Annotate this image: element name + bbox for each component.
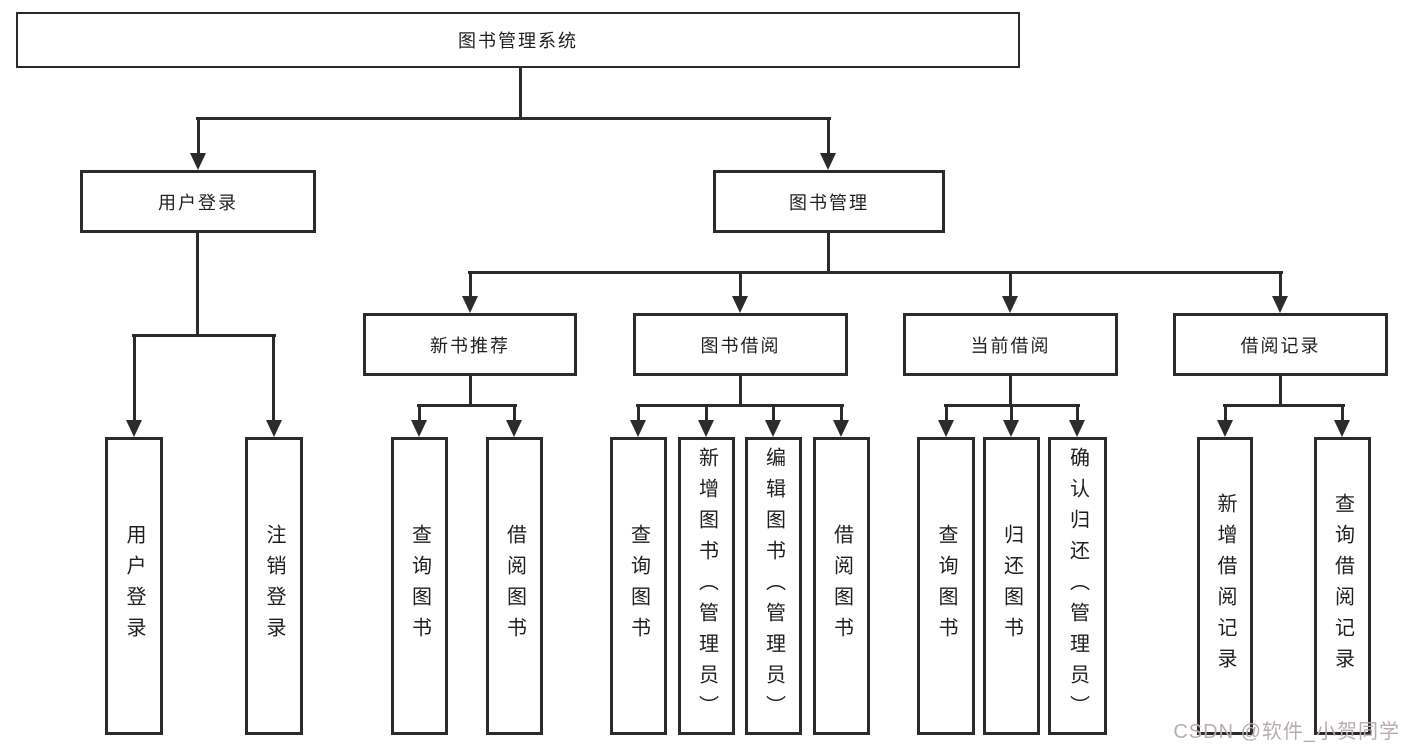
connector-line xyxy=(133,334,136,424)
leaf-label: 归还图书 xyxy=(1000,524,1023,648)
arrow-down-icon xyxy=(411,420,427,437)
arrow-down-icon xyxy=(820,153,836,170)
connector-line xyxy=(739,271,742,299)
connector-line xyxy=(945,404,948,424)
connector-line xyxy=(1010,404,1013,424)
leaf-borrow-book: 借阅图书 xyxy=(813,437,870,735)
connector-line xyxy=(1279,271,1282,299)
leaf-add-book-admin: 新增图书（管理员） xyxy=(678,437,735,735)
arrow-down-icon xyxy=(1069,420,1085,437)
node-book-management: 图书管理 xyxy=(713,170,945,233)
connector-line xyxy=(1341,404,1344,424)
node-borrow-records: 借阅记录 xyxy=(1173,313,1388,376)
connector-line xyxy=(513,404,516,424)
connector-line xyxy=(197,117,200,157)
leaf-query-borrow-record: 查询借阅记录 xyxy=(1314,437,1371,735)
leaf-query-book: 查询图书 xyxy=(610,437,667,735)
arrow-down-icon xyxy=(833,420,849,437)
arrow-down-icon xyxy=(266,420,282,437)
node-user-login: 用户登录 xyxy=(80,170,316,233)
arrow-down-icon xyxy=(462,296,478,313)
arrow-down-icon xyxy=(1002,296,1018,313)
node-label: 图书管理 xyxy=(789,192,869,213)
leaf-add-borrow-record: 新增借阅记录 xyxy=(1197,437,1253,735)
leaf-logout: 注销登录 xyxy=(245,437,303,735)
arrow-down-icon xyxy=(698,420,714,437)
arrow-down-icon xyxy=(630,420,646,437)
connector-line xyxy=(417,404,517,407)
leaf-user-login: 用户登录 xyxy=(105,437,163,735)
connector-line xyxy=(827,117,830,157)
node-current-borrow: 当前借阅 xyxy=(903,313,1118,376)
leaf-label: 查询图书 xyxy=(408,524,431,648)
leaf-label: 查询图书 xyxy=(627,524,650,648)
arrow-down-icon xyxy=(1003,420,1019,437)
leaf-label: 注销登录 xyxy=(263,524,285,648)
connector-line xyxy=(705,404,708,424)
connector-line xyxy=(1224,404,1227,424)
arrow-down-icon xyxy=(1217,420,1233,437)
connector-line xyxy=(1009,271,1012,299)
node-root: 图书管理系统 xyxy=(16,12,1020,68)
node-label: 新书推荐 xyxy=(430,335,510,356)
connector-line xyxy=(196,233,199,337)
leaf-label: 编辑图书（管理员） xyxy=(762,446,785,726)
connector-line xyxy=(469,271,472,299)
node-label: 借阅记录 xyxy=(1240,335,1321,356)
connector-line xyxy=(1279,376,1282,407)
leaf-query-book: 查询图书 xyxy=(391,437,448,735)
leaf-label: 用户登录 xyxy=(123,524,145,648)
connector-line xyxy=(132,334,276,337)
connector-line xyxy=(636,404,844,407)
arrow-down-icon xyxy=(506,420,522,437)
arrow-down-icon xyxy=(938,420,954,437)
connector-line xyxy=(1076,404,1079,424)
node-label: 当前借阅 xyxy=(970,335,1051,356)
connector-line xyxy=(840,404,843,424)
connector-line xyxy=(637,404,640,424)
connector-line xyxy=(827,233,830,274)
connector-line xyxy=(418,404,421,424)
leaf-label: 借阅图书 xyxy=(503,524,526,648)
connector-line xyxy=(468,271,1283,274)
connector-line xyxy=(196,117,831,120)
leaf-return-book: 归还图书 xyxy=(983,437,1040,735)
connector-line xyxy=(519,68,522,120)
leaf-query-book: 查询图书 xyxy=(917,437,975,735)
node-label: 图书借阅 xyxy=(700,335,781,356)
leaf-label: 新增借阅记录 xyxy=(1214,493,1236,679)
leaf-label: 确认归还（管理员） xyxy=(1066,446,1089,726)
node-book-borrow: 图书借阅 xyxy=(633,313,848,376)
arrow-down-icon xyxy=(765,420,781,437)
leaf-confirm-return-admin: 确认归还（管理员） xyxy=(1048,437,1107,735)
watermark: CSDN @软件_小贺同学 xyxy=(1173,721,1400,743)
leaf-label: 查询借阅记录 xyxy=(1331,493,1354,679)
connector-line xyxy=(469,376,472,407)
arrow-down-icon xyxy=(1334,420,1350,437)
arrow-down-icon xyxy=(126,420,142,437)
node-new-book-recommend: 新书推荐 xyxy=(363,313,577,376)
node-label: 图书管理系统 xyxy=(458,31,578,51)
connector-line xyxy=(772,404,775,424)
arrow-down-icon xyxy=(1272,296,1288,313)
connector-line xyxy=(272,334,275,424)
connector-line xyxy=(1223,404,1345,407)
leaf-edit-book-admin: 编辑图书（管理员） xyxy=(745,437,802,735)
leaf-borrow-book: 借阅图书 xyxy=(486,437,543,735)
leaf-label: 借阅图书 xyxy=(830,524,853,648)
node-label: 用户登录 xyxy=(158,192,238,213)
arrow-down-icon xyxy=(732,296,748,313)
leaf-label: 新增图书（管理员） xyxy=(695,446,718,726)
connector-line xyxy=(739,376,742,407)
leaf-label: 查询图书 xyxy=(935,524,957,648)
connector-line xyxy=(1009,376,1012,407)
arrow-down-icon xyxy=(190,153,206,170)
